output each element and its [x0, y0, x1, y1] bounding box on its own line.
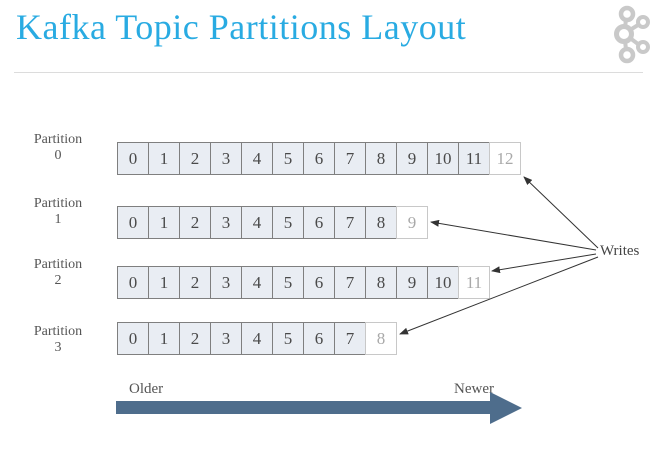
- offset-cell: 8: [365, 206, 397, 239]
- offset-cell: 1: [148, 322, 180, 355]
- partition-1-label-number: 1: [54, 212, 62, 227]
- offset-cell: 4: [241, 322, 273, 355]
- offset-cell: 9: [396, 142, 428, 175]
- write-arrow-partition-2: [491, 253, 597, 274]
- offset-cell: 11: [458, 142, 490, 175]
- write-arrow-partition-1: [430, 219, 597, 251]
- offset-cell: 5: [272, 322, 304, 355]
- offset-cell: 9: [396, 266, 428, 299]
- partition-1-label: Partition 1: [14, 196, 102, 228]
- offset-cell: 2: [179, 142, 211, 175]
- offset-cell: 4: [241, 266, 273, 299]
- offset-cell: 10: [427, 142, 459, 175]
- offset-cell: 7: [334, 142, 366, 175]
- partition-3-label-name: Partition: [33, 324, 83, 339]
- offset-cell: 8: [365, 266, 397, 299]
- next-offset-cell: 8: [365, 322, 397, 355]
- partition-0-label-name: Partition: [33, 132, 83, 147]
- offset-cell: 3: [210, 206, 242, 239]
- offset-cell: 6: [303, 142, 335, 175]
- slide-title: Kafka Topic Partitions Layout: [16, 7, 467, 47]
- offset-cell: 6: [303, 322, 335, 355]
- partition-1-label-name: Partition: [33, 196, 83, 211]
- offset-cell: 0: [117, 266, 149, 299]
- offset-cell: 2: [179, 322, 211, 355]
- offset-cell: 1: [148, 206, 180, 239]
- offset-cell: 6: [303, 266, 335, 299]
- partition-2-label: Partition 2: [14, 257, 102, 289]
- offset-cell: 3: [210, 322, 242, 355]
- offset-cell: 8: [365, 142, 397, 175]
- title-divider: [14, 72, 643, 73]
- partition-0-label: Partition 0: [14, 132, 102, 164]
- write-arrow-partition-0: [523, 176, 599, 249]
- offset-cell: 1: [148, 266, 180, 299]
- offset-cell: 3: [210, 266, 242, 299]
- next-offset-cell: 11: [458, 266, 490, 299]
- partition-2-label-name: Partition: [33, 257, 83, 272]
- writes-label: Writes: [600, 243, 640, 259]
- offset-cell: 5: [272, 206, 304, 239]
- offset-cell: 7: [334, 206, 366, 239]
- offset-cell: 5: [272, 142, 304, 175]
- kafka-logo-icon: [614, 5, 650, 64]
- offset-cell: 4: [241, 142, 273, 175]
- offset-cell: 2: [179, 266, 211, 299]
- partition-0-label-number: 0: [54, 148, 62, 163]
- offset-cell: 4: [241, 206, 273, 239]
- next-offset-cell: 9: [396, 206, 428, 239]
- partition-3-label-number: 3: [54, 340, 62, 355]
- newer-label: Newer: [454, 381, 494, 397]
- offset-cell: 7: [334, 322, 366, 355]
- partition-3-label: Partition 3: [14, 324, 102, 356]
- next-offset-cell: 12: [489, 142, 521, 175]
- offset-cell: 0: [117, 142, 149, 175]
- older-label: Older: [129, 381, 164, 397]
- offset-cell: 0: [117, 206, 149, 239]
- offset-cell: 0: [117, 322, 149, 355]
- offset-cell: 2: [179, 206, 211, 239]
- offset-cell: 10: [427, 266, 459, 299]
- offset-cell: 6: [303, 206, 335, 239]
- offset-cell: 1: [148, 142, 180, 175]
- offset-cell: 3: [210, 142, 242, 175]
- offset-cell: 5: [272, 266, 304, 299]
- offset-cell: 7: [334, 266, 366, 299]
- partition-2-label-number: 2: [54, 273, 62, 288]
